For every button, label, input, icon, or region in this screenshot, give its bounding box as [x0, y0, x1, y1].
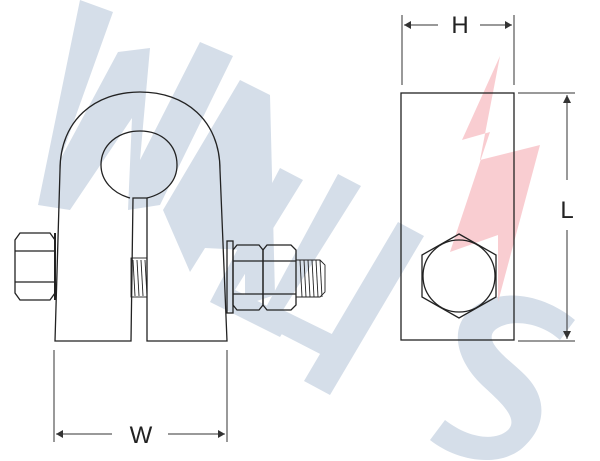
- clamp-body-side: [400, 92, 515, 341]
- width-dimension: [53, 350, 228, 442]
- watermark-letter-l2: [258, 174, 361, 358]
- watermark-letter-s: [430, 295, 575, 461]
- threaded-shank: [130, 257, 148, 298]
- length-label: L: [560, 197, 573, 224]
- height-label: H: [451, 12, 468, 39]
- watermark-letter-w: [38, 0, 233, 210]
- hex-nut-face: [421, 233, 497, 319]
- watermark-letter-i: [304, 222, 424, 395]
- length-dimension: [518, 92, 575, 342]
- lightning-bolt-icon: [450, 56, 540, 302]
- width-label: W: [130, 422, 153, 449]
- bolt-head: [14, 232, 56, 301]
- lock-nut: [262, 244, 297, 311]
- front-view: [14, 91, 326, 342]
- bolt-tail: [296, 259, 326, 298]
- nut: [232, 244, 264, 311]
- watermark: [38, 0, 575, 461]
- clamp-body: [54, 91, 228, 342]
- side-view: [400, 92, 515, 341]
- height-dimension: [401, 15, 515, 85]
- cable-hole: [100, 130, 178, 199]
